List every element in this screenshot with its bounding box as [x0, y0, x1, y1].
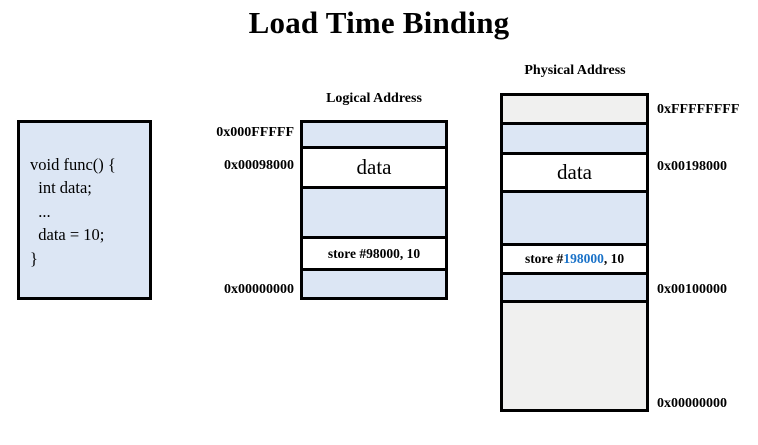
logical-segment-free-low — [303, 271, 445, 297]
physical-data-label: data — [557, 160, 592, 184]
logical-address-data: 0x00098000 — [224, 158, 294, 173]
source-code-text: void func() { int data; ... data = 10; } — [30, 155, 116, 268]
source-code-box: void func() { int data; ... data = 10; } — [17, 120, 152, 300]
logical-segment-free-high — [303, 123, 445, 149]
logical-segment-gap — [303, 189, 445, 239]
physical-address-bottom: 0x00000000 — [657, 396, 727, 411]
logical-segment-data: data — [303, 149, 445, 189]
physical-address-header: Physical Address — [524, 63, 626, 78]
logical-address-map: data store #98000, 10 — [300, 120, 448, 300]
physical-segment-free-low — [503, 275, 646, 303]
physical-segment-free-high — [503, 125, 646, 155]
physical-store-instruction: store #198000, 10 — [525, 252, 624, 266]
physical-address-base: 0x00100000 — [657, 282, 727, 297]
logical-store-instruction: store #98000, 10 — [327, 245, 421, 261]
logical-address-header: Logical Address — [326, 91, 422, 106]
physical-address-data: 0x00198000 — [657, 159, 727, 174]
logical-address-top: 0x000FFFFF — [216, 125, 294, 140]
physical-segment-code: store #198000, 10 — [503, 246, 646, 275]
physical-segment-reserved-low — [503, 303, 646, 409]
page-title: Load Time Binding — [248, 5, 510, 40]
logical-segment-code: store #98000, 10 — [303, 239, 445, 271]
physical-segment-data: data — [503, 155, 646, 193]
physical-segment-reserved-high — [503, 96, 646, 125]
logical-data-label: data — [356, 155, 392, 179]
physical-address-map: data store #198000, 10 — [500, 93, 649, 412]
logical-address-bottom: 0x00000000 — [224, 282, 294, 297]
physical-segment-gap — [503, 193, 646, 246]
physical-store-suffix: , 10 — [603, 251, 625, 267]
physical-address-top: 0xFFFFFFFF — [657, 102, 740, 117]
physical-store-address: 198000 — [563, 251, 604, 267]
physical-store-prefix: store # — [524, 251, 564, 267]
